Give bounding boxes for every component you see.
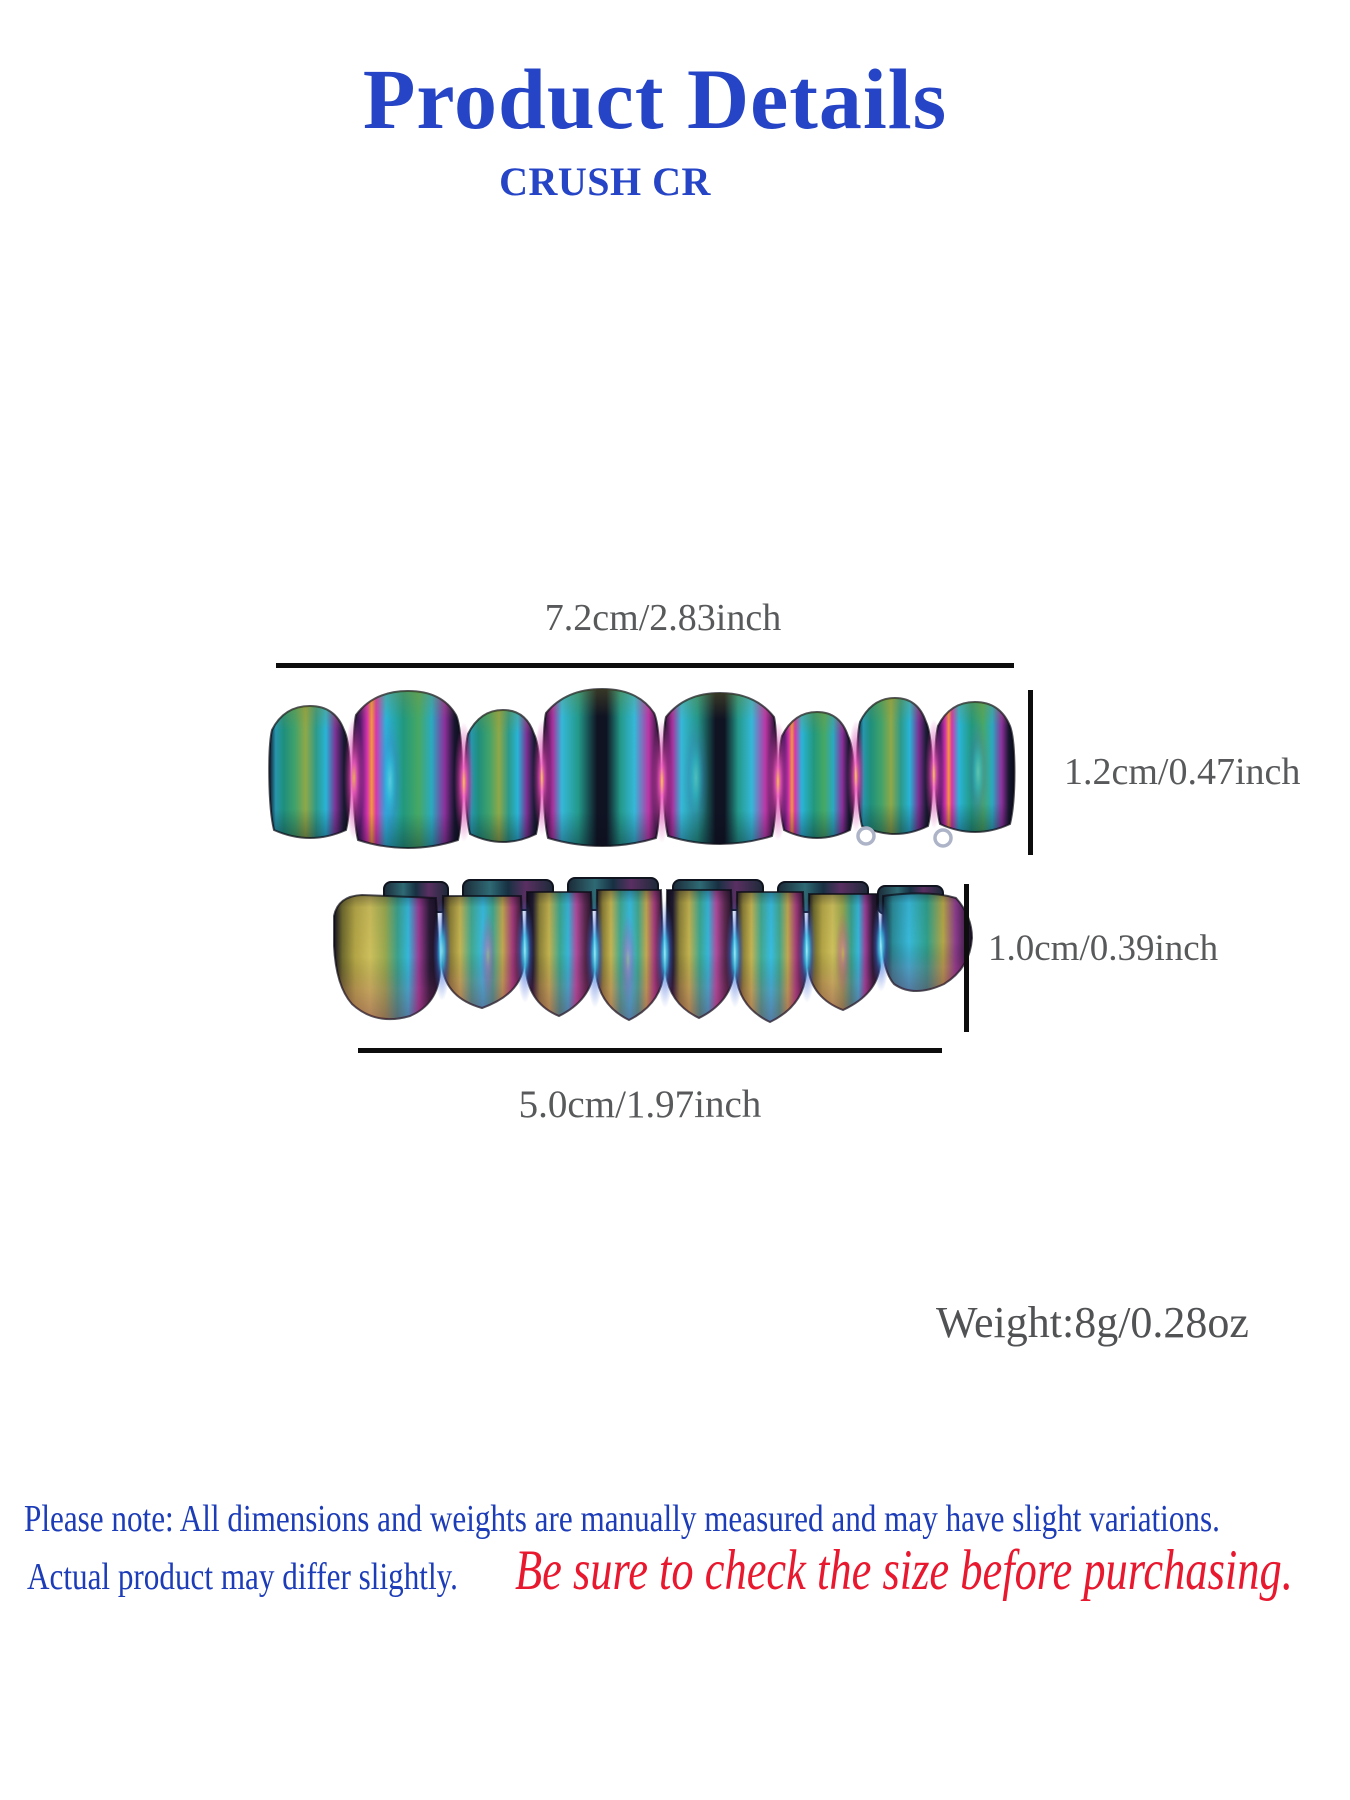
bottom-height-measure-line [964, 884, 969, 1032]
top-grill-width-label: 7.2cm/2.83inch [544, 597, 782, 639]
top-grill-image [268, 688, 1016, 849]
disclaimer-line2-blue: Actual product may differ slightly. [27, 1556, 458, 1598]
top-height-measure-line [1028, 690, 1033, 855]
top-width-measure-line [276, 663, 1014, 668]
page-title: Product Details [362, 51, 948, 147]
grill-hook-rings [856, 826, 953, 848]
bottom-grill-image [333, 877, 973, 1023]
disclaimer-line2-red: Be sure to check the size before purchas… [515, 1539, 1293, 1602]
top-grill-height-label: 1.2cm/0.47inch [1064, 751, 1301, 793]
bottom-grill-height-label: 1.0cm/0.39inch [988, 928, 1219, 969]
bottom-width-measure-line [358, 1048, 942, 1053]
brand-subtitle: CRUSH CR [499, 159, 711, 204]
weight-label: Weight:8g/0.28oz [936, 1298, 1249, 1347]
bottom-grill-width-label: 5.0cm/1.97inch [518, 1083, 762, 1126]
disclaimer-line1: Please note: All dimensions and weights … [24, 1498, 1220, 1540]
